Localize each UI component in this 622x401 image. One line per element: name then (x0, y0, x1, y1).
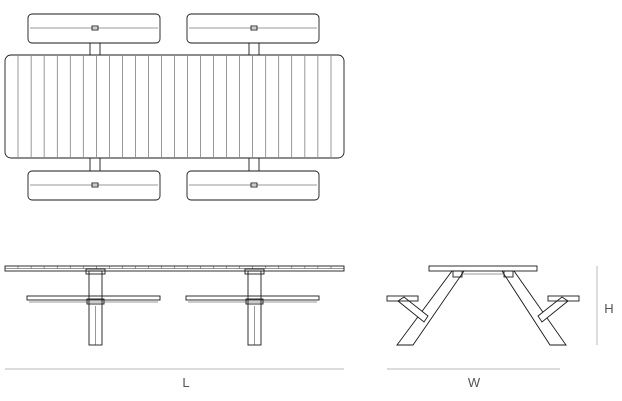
side-view-bench-arm-left (397, 296, 429, 323)
top-bench-left (27, 13, 161, 44)
front-view-legs (88, 270, 262, 346)
length-label: L (182, 375, 189, 390)
front-view (4, 265, 345, 346)
front-view-table-top (4, 265, 345, 275)
side-view-benches (386, 295, 580, 302)
height-label: H (604, 301, 613, 316)
width-label: W (468, 375, 481, 390)
side-view-bench-arm-right (537, 296, 569, 323)
side-view (386, 265, 580, 346)
side-view-table-top (428, 265, 538, 278)
top-bench-right (186, 13, 320, 44)
top-view (4, 13, 345, 201)
bottom-bench-right (186, 170, 320, 201)
bottom-bench-left (27, 170, 161, 201)
dimension-lines (5, 266, 598, 370)
front-view-benches (26, 295, 320, 305)
table-top-plan (4, 54, 345, 159)
